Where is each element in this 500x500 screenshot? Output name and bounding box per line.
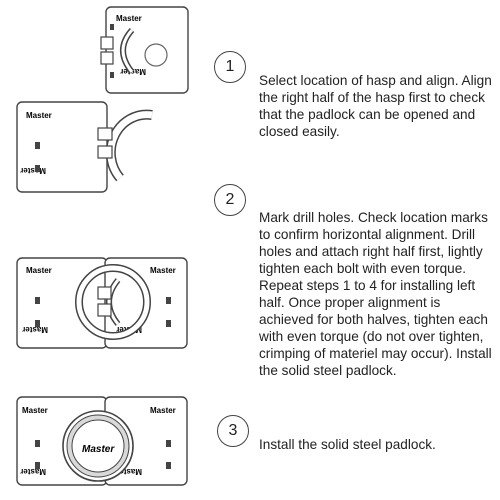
padlock-brand-label: Master — [82, 444, 115, 455]
step-number-label: 1 — [225, 58, 235, 75]
brand-label: Master — [26, 111, 52, 120]
brand-label: Master — [150, 266, 176, 275]
brand-label: Master — [150, 406, 176, 415]
hasp-right-half-figure: Master Master — [100, 6, 189, 94]
step-number-1: 1 — [214, 51, 246, 83]
brand-label-inverted: Master — [22, 325, 48, 334]
hasp-with-padlock-figure: Master Master Master Master Master — [16, 396, 188, 486]
step-1-instructions: Select location of hasp and align. Align… — [259, 73, 492, 139]
brand-label-inverted: Master — [20, 166, 46, 175]
brand-label-inverted: Master — [20, 467, 46, 476]
hasp-illustrations: Master Master Master Master Master Maste… — [16, 6, 189, 486]
hasp-left-half-figure: Master Master — [16, 101, 153, 193]
step-number-label: 2 — [225, 191, 235, 208]
brand-label: Master — [26, 266, 52, 275]
step-number-label: 3 — [228, 422, 238, 439]
brand-label: Master — [22, 406, 48, 415]
step-number-3: 3 — [217, 415, 249, 447]
brand-label: Master — [116, 14, 142, 23]
brand-label-inverted: Master — [120, 67, 146, 76]
step-2-instructions: Mark drill holes. Check location marks t… — [259, 210, 492, 378]
brand-label-inverted: Master — [116, 467, 142, 476]
hasp-both-halves-figure: Master Master Master Master — [16, 257, 188, 349]
step-3-instructions: Install the solid steel padlock. — [259, 437, 436, 452]
step-number-2: 2 — [214, 184, 246, 216]
